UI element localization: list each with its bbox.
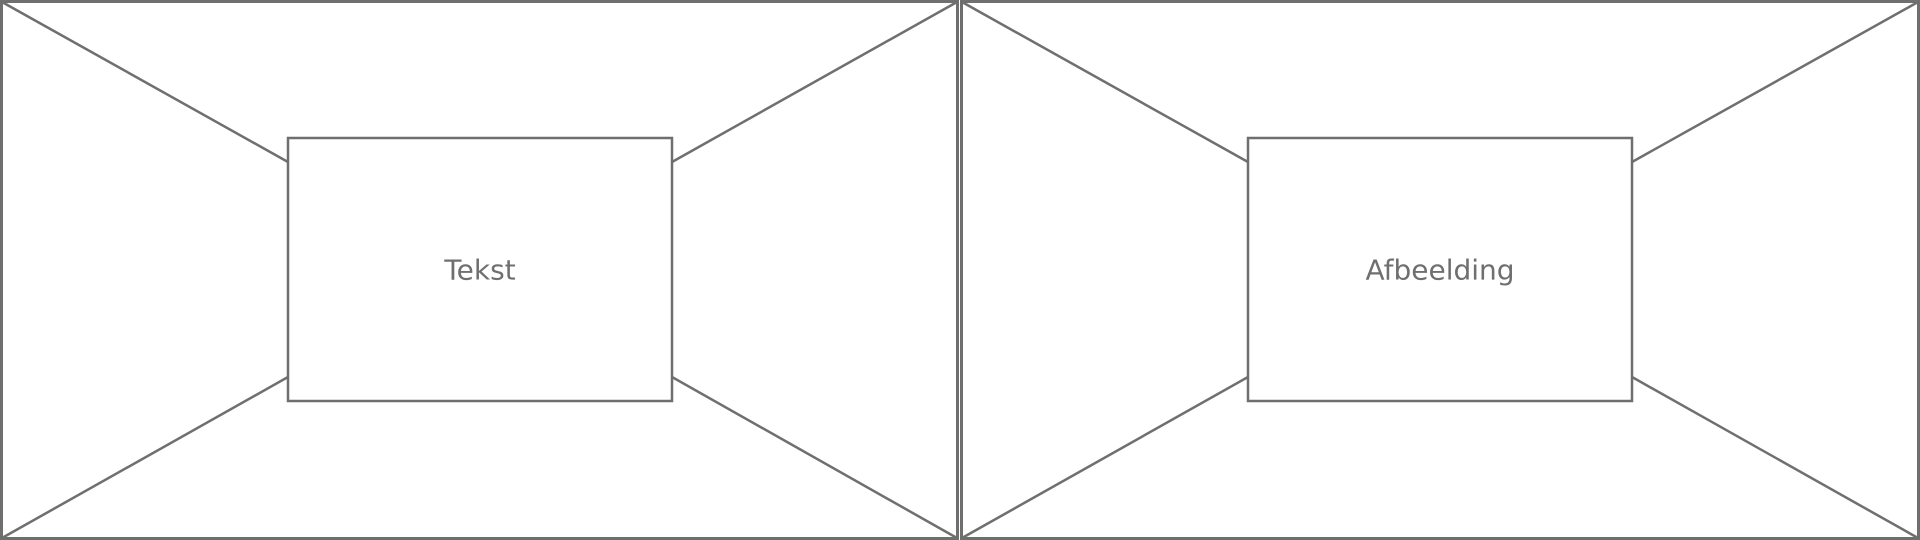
image-panel-diagonal-top-right [1631, 0, 1919, 164]
text-panel-label: Tekst [443, 254, 515, 287]
text-panel: Tekst [0, 0, 959, 540]
image-panel-diagonal-bottom-right [1631, 375, 1919, 540]
image-panel-label: Afbeelding [1365, 254, 1514, 287]
text-panel-diagonal-top-right [671, 0, 958, 164]
image-panel-diagonal-bottom-left [961, 375, 1249, 540]
image-placeholder-box [1246, 136, 1634, 403]
text-panel-diagonal-bottom-right [671, 375, 958, 540]
image-panel-diagonal-top-left [961, 0, 1249, 164]
text-panel-diagonal-top-left [1, 0, 289, 164]
text-placeholder-box [286, 136, 674, 403]
text-panel-diagonal-bottom-left [1, 375, 289, 540]
image-panel: Afbeelding [960, 0, 1920, 540]
